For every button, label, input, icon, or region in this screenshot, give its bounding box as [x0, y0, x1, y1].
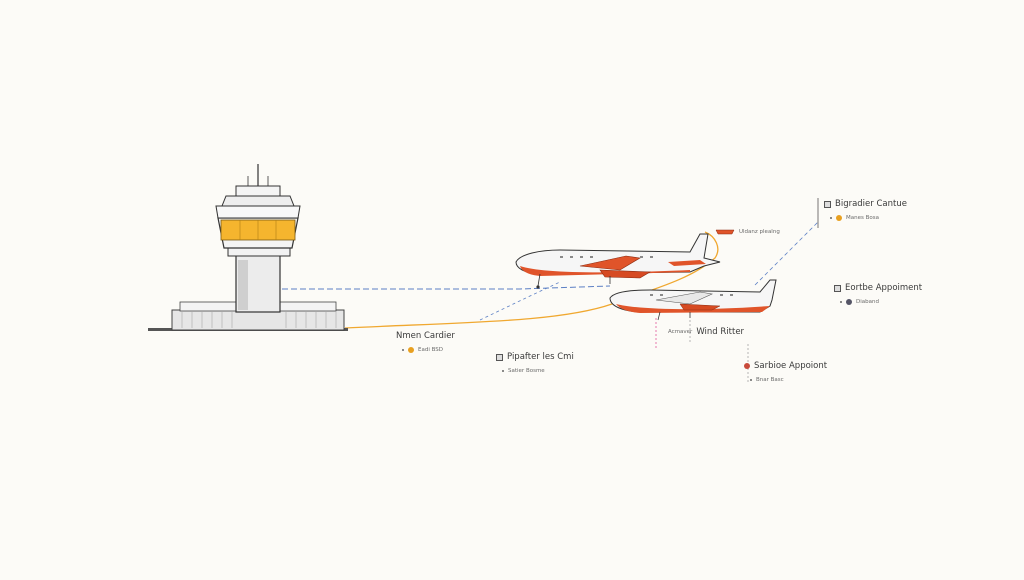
- bullet-icon: [840, 301, 842, 303]
- label-top-right-title-text: Bigradier Cantue: [835, 199, 907, 209]
- bullet-icon: [750, 379, 752, 381]
- label-mid-right-sub: Diaband: [840, 299, 922, 305]
- label-pipeline-title-text: Pipafter les Cmi: [507, 352, 574, 362]
- label-small-top: Uldanz plealng: [739, 229, 780, 235]
- badge-icon: [744, 363, 750, 369]
- label-wind: Acmaver Wind Ritter: [668, 327, 744, 337]
- label-top-right-title: Bigradier Cantue: [824, 199, 907, 209]
- label-top-right-sub-text: Manes Bosa: [846, 215, 879, 221]
- small-plane-icon: [715, 229, 735, 235]
- badge-icon: [408, 347, 414, 353]
- label-wind-title-text: Wind Ritter: [696, 327, 745, 337]
- blue-link-pipeline: [479, 281, 561, 321]
- label-tower-link-sub-text: Eadi BSD: [418, 347, 444, 353]
- label-mid-right-title-text: Eortbe Appoiment: [845, 283, 923, 293]
- label-service-sub-text: Bnar Basc: [756, 377, 784, 383]
- square-icon: [824, 200, 831, 208]
- badge-icon: [846, 299, 852, 305]
- label-top-right: Bigradier Cantue Manes Bosa: [824, 199, 907, 221]
- label-mid-right: Eortbe Appoiment Diaband: [834, 283, 922, 305]
- square-icon: [496, 353, 503, 361]
- label-pipeline-sub-text: Satier Bosme: [508, 368, 545, 374]
- label-tower-link-sub: Eadi BSD: [402, 347, 455, 353]
- airplane-upper-icon: [515, 233, 721, 289]
- badge-icon: [836, 215, 842, 221]
- label-top-right-sub: Manes Bosa: [830, 215, 907, 221]
- label-tower-link: Nmen Cardier Eadi BSD: [396, 331, 455, 353]
- square-icon: [834, 284, 841, 292]
- bullet-icon: [402, 349, 404, 351]
- label-pipeline: Pipafter les Cmi Satier Bosme: [496, 352, 574, 374]
- label-service-title: Sarbioe Appoiont: [744, 361, 827, 371]
- label-wind-sub-text: Acmaver: [668, 329, 693, 335]
- control-tower-icon: [148, 164, 348, 331]
- airplane-lower-icon: [609, 279, 777, 321]
- label-pipeline-title: Pipafter les Cmi: [496, 352, 574, 362]
- label-pipeline-sub: Satier Bosme: [502, 368, 574, 374]
- orange-link-tower-plane: [344, 231, 719, 329]
- label-service: Sarbioe Appoiont Bnar Basc: [744, 361, 827, 383]
- label-mid-right-sub-text: Diaband: [856, 299, 879, 305]
- label-tower-link-title: Nmen Cardier: [396, 331, 455, 341]
- label-mid-right-title: Eortbe Appoiment: [834, 283, 922, 293]
- label-service-sub: Bnar Basc: [750, 377, 827, 383]
- bullet-icon: [502, 370, 504, 372]
- blue-link-top-right: [754, 221, 819, 286]
- label-service-title-text: Sarbioe Appoiont: [754, 361, 828, 371]
- blue-link-tower-plane: [282, 285, 611, 290]
- bullet-icon: [830, 217, 832, 219]
- label-small-top-title: Uldanz plealng: [739, 229, 780, 235]
- label-wind-title: Acmaver Wind Ritter: [668, 327, 744, 337]
